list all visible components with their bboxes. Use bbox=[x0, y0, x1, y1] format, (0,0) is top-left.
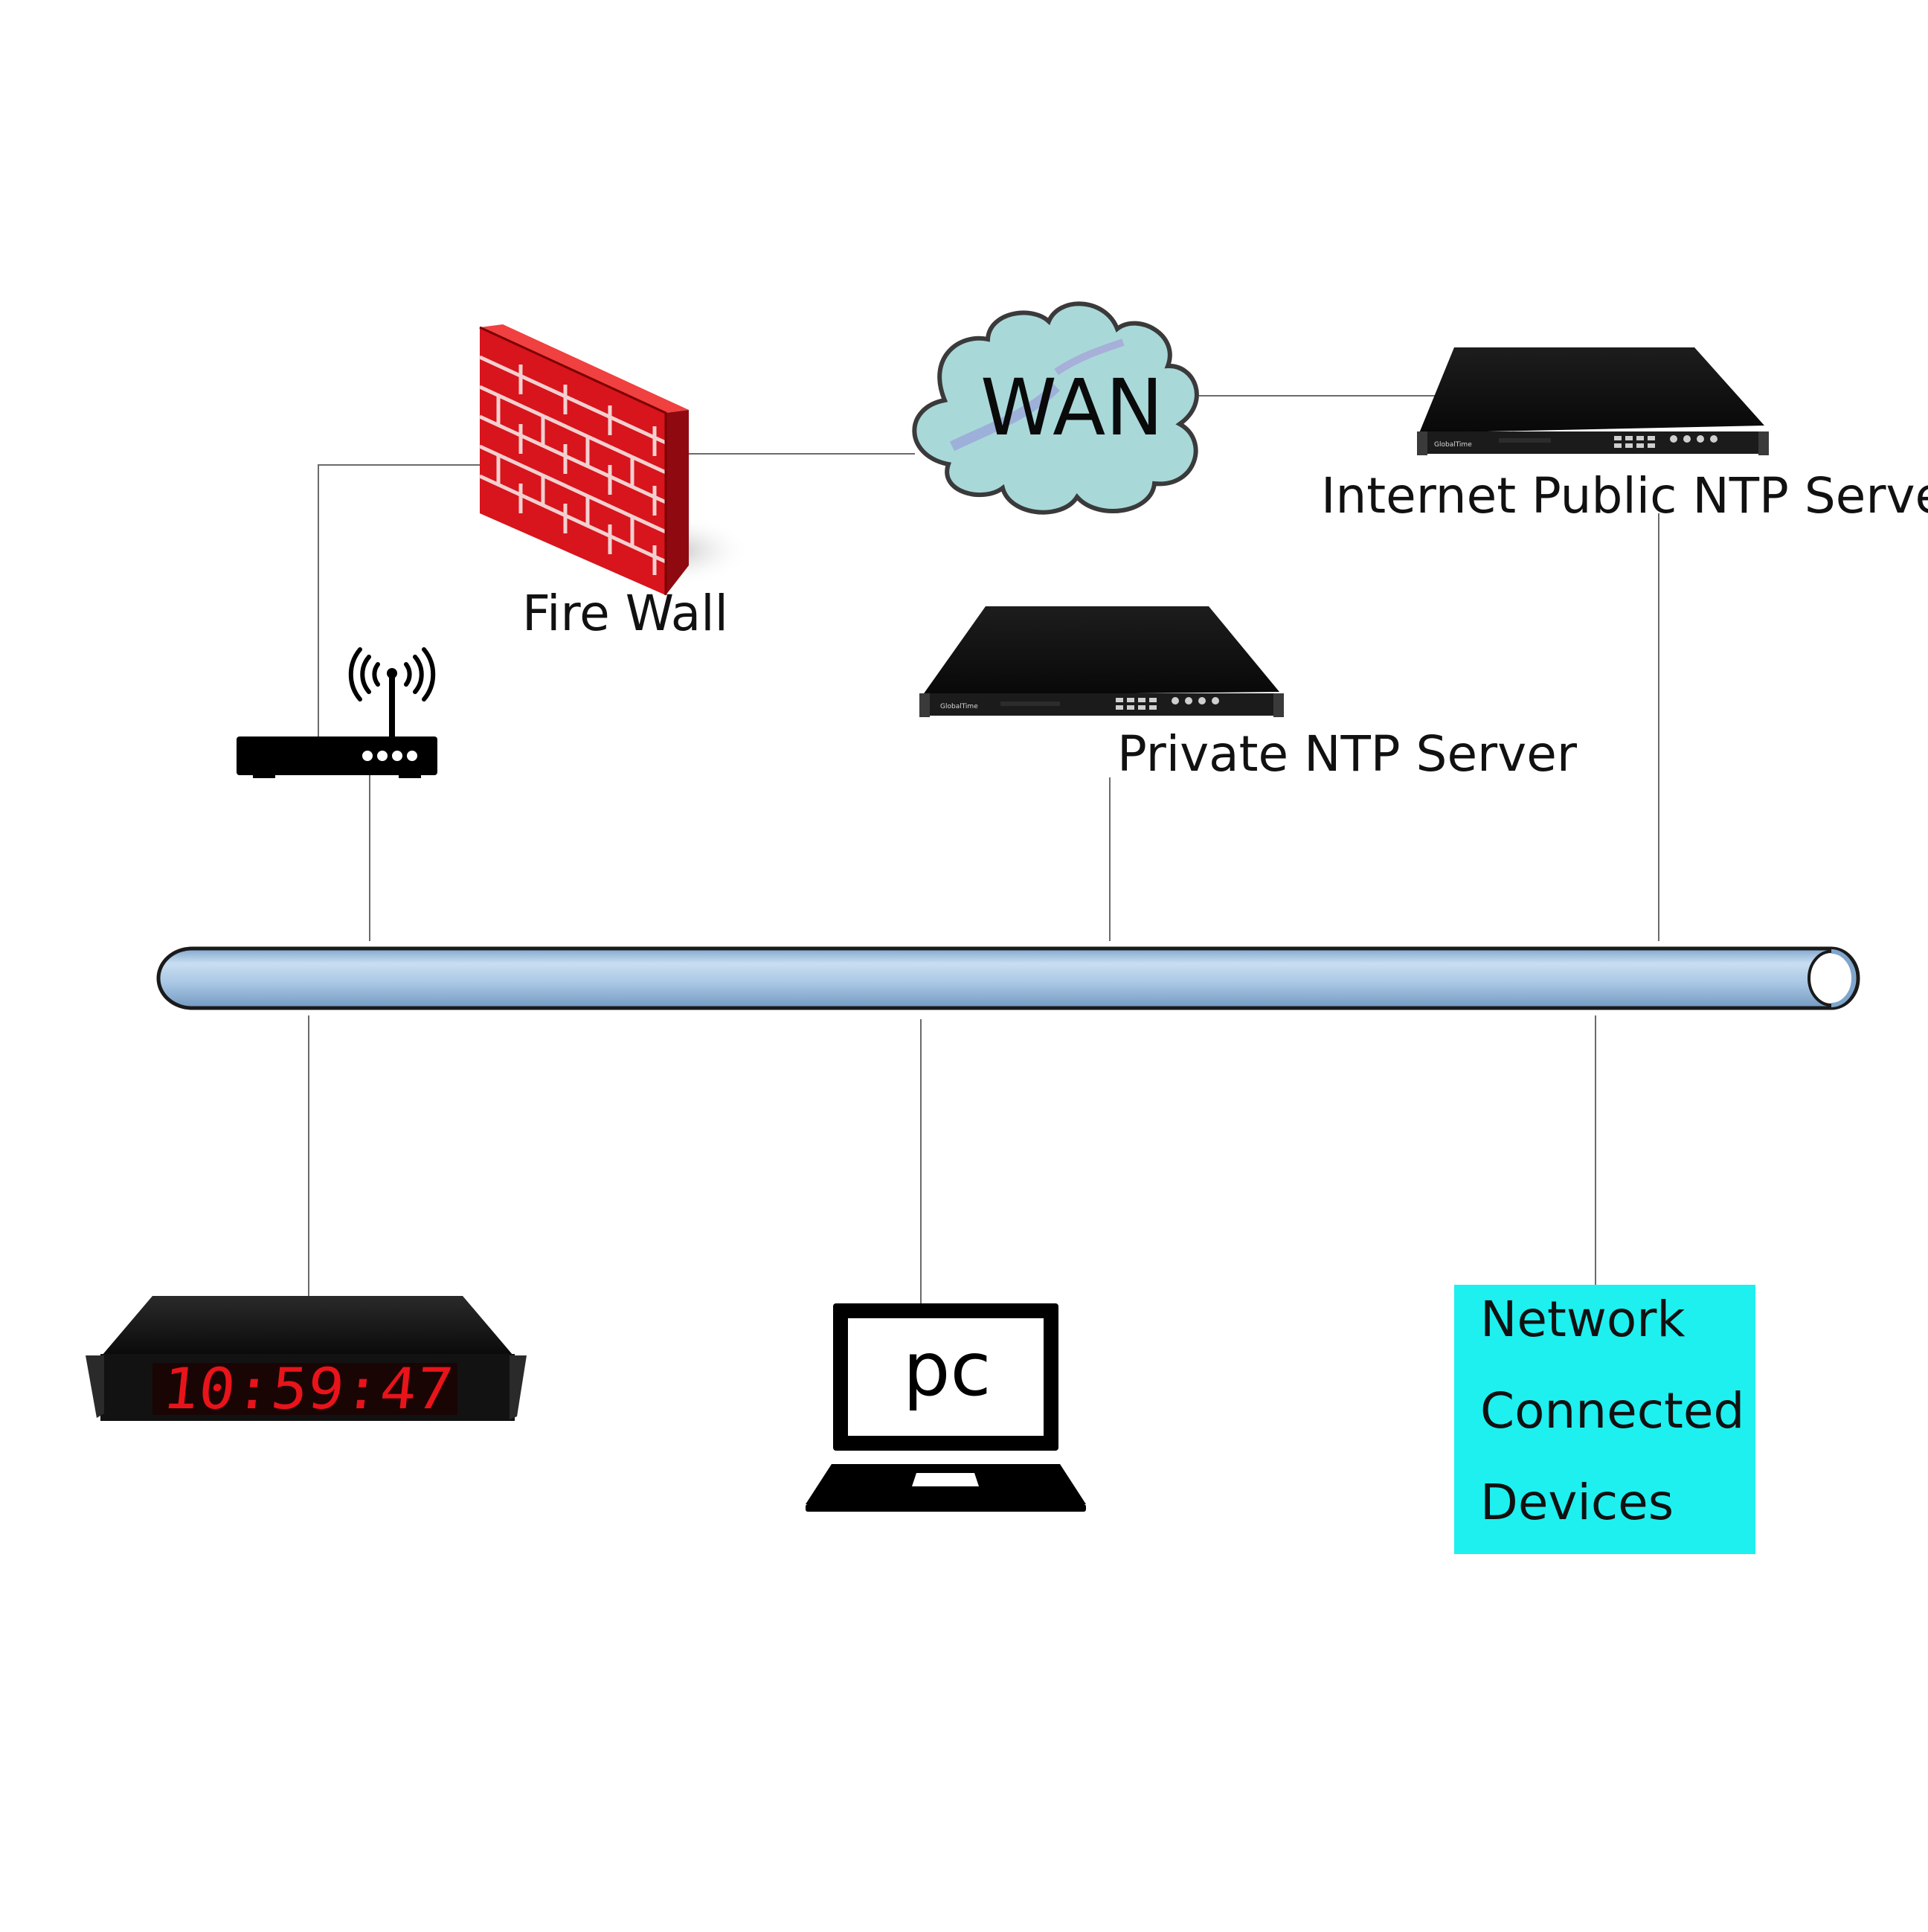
router-to-firewall-link bbox=[318, 464, 483, 736]
devices-label-line: Connected bbox=[1480, 1382, 1745, 1440]
laptop-icon bbox=[806, 1303, 1086, 1512]
firewall-icon bbox=[478, 324, 751, 595]
network-connected-devices-box: Network Connected Devices bbox=[1454, 1285, 1755, 1554]
firewall-label: Fire Wall bbox=[522, 585, 728, 642]
wan-cloud-icon bbox=[912, 301, 1199, 515]
ntp-clock-display-icon: 10:59:47 bbox=[86, 1296, 527, 1422]
pc-label: pc bbox=[903, 1326, 992, 1413]
connection-lines bbox=[308, 395, 1659, 1303]
wifi-router-icon bbox=[237, 647, 437, 778]
network-bus bbox=[156, 946, 1860, 1010]
wan-label: WAN bbox=[980, 362, 1164, 453]
internet-ntp-server-icon: GlobalTime bbox=[1417, 347, 1769, 455]
private-ntp-server-label: Private NTP Server bbox=[1117, 725, 1577, 783]
private-server-brand: GlobalTime bbox=[940, 703, 978, 710]
clock-time-display: 10:59:47 bbox=[159, 1355, 456, 1422]
internet-ntp-server-label: Internet Public NTP Server bbox=[1321, 467, 1928, 524]
internet-server-brand: GlobalTime bbox=[1434, 441, 1472, 449]
devices-label-line: Network bbox=[1480, 1291, 1686, 1348]
devices-label-line: Devices bbox=[1480, 1474, 1674, 1531]
private-ntp-server-icon: GlobalTime bbox=[919, 606, 1284, 717]
